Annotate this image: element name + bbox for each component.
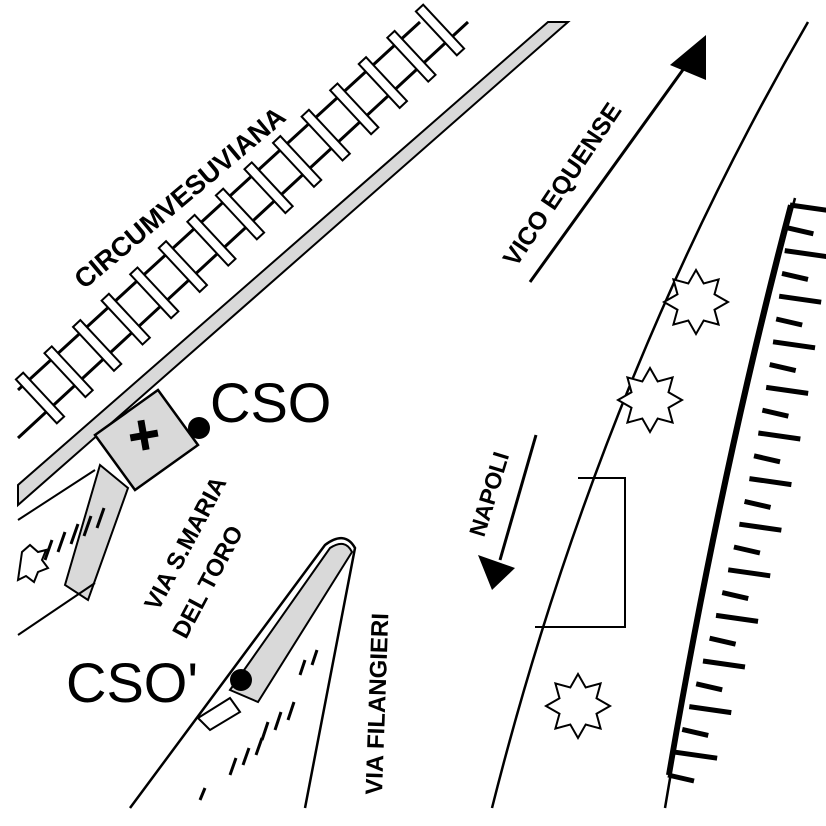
- slope-hatching: [666, 202, 826, 784]
- railway-tie: [271, 134, 323, 189]
- point-1-label: CSO: [210, 371, 331, 434]
- railway-tie: [243, 160, 295, 215]
- hatch-tick: [769, 362, 797, 374]
- hatch-tick: [772, 339, 816, 351]
- railway-tie: [214, 187, 266, 241]
- hatch-tick: [739, 521, 782, 533]
- hatch-tick: [761, 407, 789, 419]
- railway-circumvesuviana: [14, 3, 470, 440]
- hatch-tick: [681, 726, 709, 738]
- road-south-label: NAPOLI: [464, 449, 514, 540]
- hatch-tick: [733, 544, 761, 556]
- hatch-tick: [749, 476, 792, 488]
- hatch-tick: [695, 681, 723, 693]
- railway-tie: [14, 371, 66, 425]
- wedge-road: [128, 537, 357, 809]
- hatch-tick: [778, 293, 822, 305]
- hatch-tick: [674, 749, 718, 761]
- side-road-left: [17, 463, 130, 636]
- hatch-tick: [786, 225, 814, 237]
- hatch-tick: [709, 635, 737, 647]
- hatch-tick: [757, 430, 801, 442]
- railway-tie: [128, 266, 180, 320]
- road-along-railway: [17, 21, 571, 508]
- railway-tie: [300, 108, 352, 162]
- road-north-label: VICO EQUENSE: [498, 98, 628, 271]
- hatch-tick: [715, 612, 759, 624]
- church-building: [93, 388, 200, 492]
- street-2-label: VIA FILANGIERI: [361, 613, 394, 796]
- railway-tie: [43, 344, 95, 399]
- hatch-tick: [727, 567, 771, 579]
- building-rectangle: [535, 477, 626, 628]
- railway-tie: [385, 29, 437, 84]
- railway-tie: [71, 318, 123, 373]
- railway-tie: [100, 292, 152, 346]
- hatch-tick: [781, 270, 809, 282]
- hatch-tick: [688, 704, 732, 716]
- point-2-label: CSO': [66, 651, 198, 714]
- hatch-tick: [721, 590, 749, 602]
- point-marker-icon: [230, 669, 252, 691]
- railway-tie: [328, 82, 380, 136]
- hatch-tick: [784, 248, 826, 260]
- tree-icon: [16, 543, 50, 584]
- railway-tie: [185, 213, 237, 268]
- hatch-marks-left: [43, 507, 106, 561]
- tree-icon: [543, 267, 731, 741]
- railway-tie: [157, 239, 209, 294]
- hatch-tick: [789, 202, 826, 213]
- hatch-tick: [775, 316, 803, 328]
- arrow-icon: [528, 35, 706, 283]
- hatch-tick: [753, 453, 781, 465]
- railway-ties: [14, 3, 466, 425]
- hatch-tick: [765, 384, 809, 396]
- point-marker-icon: [188, 417, 210, 439]
- railway-tie: [357, 55, 409, 110]
- hatch-tick: [743, 498, 772, 510]
- arrow-icon: [478, 434, 538, 590]
- church-cross-icon: [129, 419, 159, 451]
- railway-tie: [414, 3, 466, 57]
- hatch-tick: [667, 772, 695, 784]
- hatch-tick: [702, 658, 746, 670]
